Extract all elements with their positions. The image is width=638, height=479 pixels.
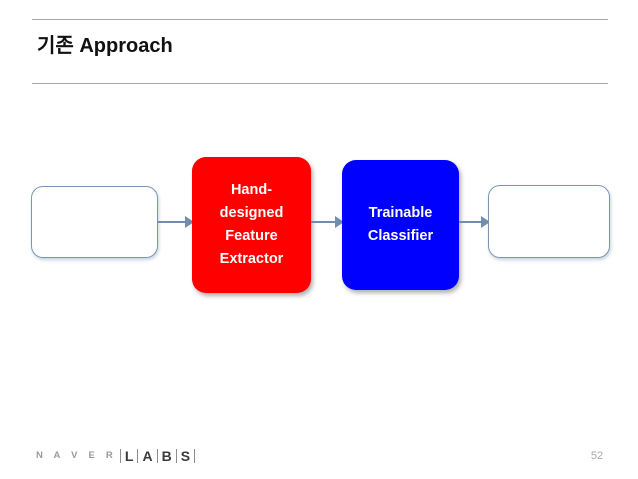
header-rule-top: [32, 19, 608, 20]
page-title: 기존 Approach: [37, 35, 173, 57]
logo-letter-a: A: [142, 448, 153, 464]
diagram-node-feature-extractor-label: Hand- designed Feature Extractor: [219, 182, 284, 267]
logo-letter-b: B: [161, 448, 172, 464]
diagram-node-trainable-classifier-label: Trainable Classifier: [367, 205, 434, 244]
diagram-node-trainable-classifier[interactable]: Trainable Classifier: [342, 160, 459, 290]
logo-separator-bar: [119, 449, 121, 463]
arrow-input-to-extractor: [158, 216, 194, 228]
arrow-shaft: [158, 221, 186, 223]
logo-letter-s: S: [180, 448, 191, 464]
arrow-head-icon: [481, 216, 490, 228]
logo-labs-text: L A B S: [119, 448, 196, 464]
arrow-classifier-to-output: [459, 216, 490, 228]
logo-separator-bar: [156, 449, 158, 463]
naver-labs-logo: N A V E R L A B S: [36, 446, 196, 466]
diagram-node-input[interactable]: [31, 186, 158, 258]
arrow-shaft: [459, 221, 482, 223]
logo-separator-bar: [137, 449, 139, 463]
diagram-node-output[interactable]: [488, 185, 610, 258]
diagram-node-feature-extractor[interactable]: Hand- designed Feature Extractor: [192, 157, 311, 293]
page-number: 52: [590, 450, 604, 462]
arrow-head-icon: [185, 216, 194, 228]
arrow-extractor-to-classifier: [311, 216, 344, 228]
logo-separator-bar: [175, 449, 177, 463]
arrow-shaft: [311, 221, 336, 223]
header-rule-bottom: [32, 83, 608, 84]
arrow-head-icon: [335, 216, 344, 228]
logo-separator-bar: [194, 449, 196, 463]
logo-letter-l: L: [124, 448, 134, 464]
logo-naver-text: N A V E R: [36, 450, 117, 461]
